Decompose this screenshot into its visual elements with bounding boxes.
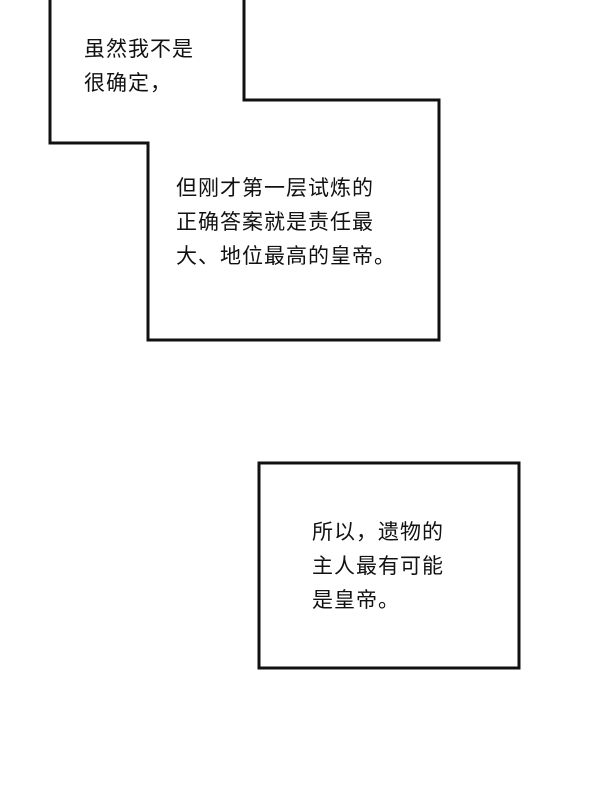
caption-line: 是皇帝。	[312, 588, 400, 612]
caption-box-merged-frame	[48, 0, 441, 342]
caption-line: 正确答案就是责任最	[176, 210, 374, 234]
caption-line: 但刚才第一层试炼的	[176, 176, 374, 200]
caption-line: 主人最有可能	[312, 554, 444, 578]
caption-box-frame	[257, 461, 521, 670]
caption-text-2: 但刚才第一层试炼的 正确答案就是责任最 大、地位最高的皇帝。	[176, 171, 396, 273]
caption-line: 虽然我不是	[84, 37, 194, 61]
caption-line: 大、地位最高的皇帝。	[176, 244, 396, 268]
caption-line: 很确定，	[84, 71, 172, 95]
caption-text-1: 虽然我不是 很确定，	[84, 32, 194, 100]
caption-line: 所以，遗物的	[312, 520, 444, 544]
caption-text-3: 所以，遗物的 主人最有可能 是皇帝。	[312, 515, 444, 617]
